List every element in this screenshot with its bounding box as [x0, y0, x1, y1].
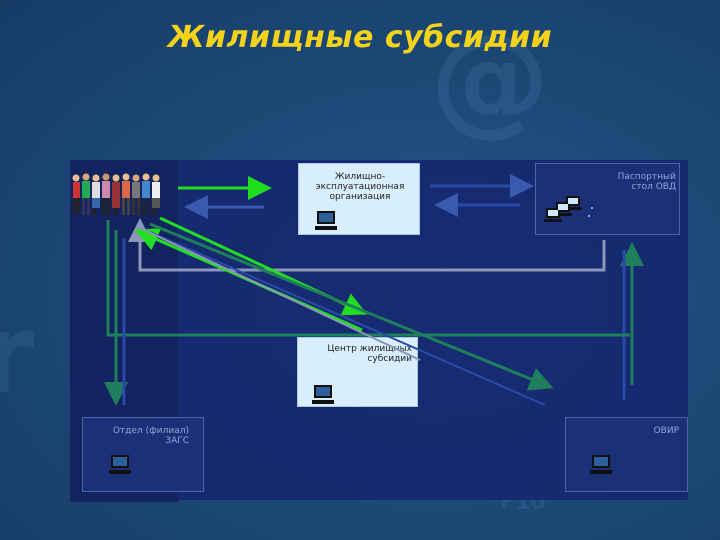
node-subsidy-center-label: Центр жилищных субсидий [327, 344, 412, 364]
computer-icon [315, 211, 337, 230]
person-figure [72, 174, 80, 214]
computer-icon [590, 455, 612, 474]
arrow-people-to-ovir-blue [149, 231, 546, 406]
node-zags-label: Отдел (филиал) ЗАГС [112, 426, 189, 446]
arrow-people-to-ovir-dark [149, 222, 554, 391]
arrow-loop-to-ovir [106, 220, 630, 337]
computer-icon [109, 455, 131, 474]
node-passport-office-label: Паспортный стол ОВД [617, 172, 676, 192]
computer-network-icon [544, 196, 593, 222]
background-decoration: @ [430, 10, 550, 149]
node-ovir: ОВИР [565, 417, 688, 492]
background-decoration: r [0, 290, 35, 418]
computer-icon [312, 385, 334, 404]
people-group-icon [72, 173, 160, 215]
node-housing-org-label: Жилищно- эксплуатационная организация [315, 172, 405, 202]
page-title: Жилищные субсидии [167, 20, 553, 55]
node-passport-office: Паспортный стол ОВД [535, 163, 680, 235]
node-zags: Отдел (филиал) ЗАГС [82, 417, 204, 492]
node-housing-org: Жилищно- эксплуатационная организация [298, 163, 420, 235]
node-ovir-label: ОВИР [653, 426, 679, 436]
arrow-center-gray [139, 227, 421, 361]
